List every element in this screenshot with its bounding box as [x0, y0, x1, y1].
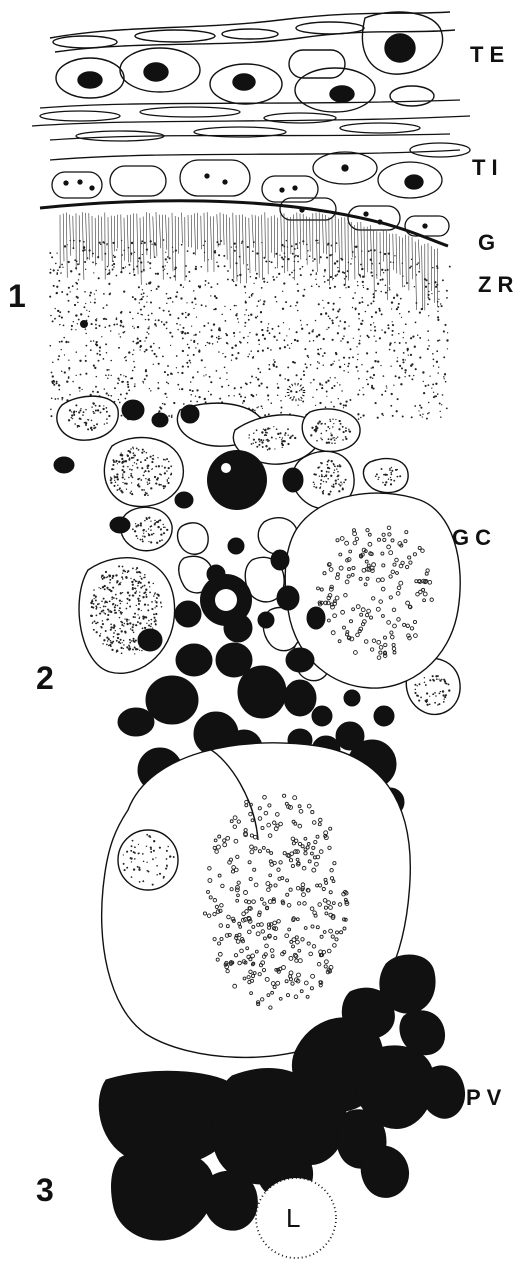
label-zone-1: 1 — [8, 278, 26, 315]
dark-cell — [277, 586, 299, 610]
dark-cell — [175, 601, 201, 627]
label-theca-interna: TI — [472, 155, 504, 181]
granulosa-cell — [79, 558, 175, 674]
dark-cell — [271, 550, 289, 570]
dark-cell — [152, 413, 168, 427]
dark-cell — [258, 612, 274, 628]
granulosa-cell — [302, 409, 360, 452]
label-glassy-membrane: G — [478, 230, 501, 256]
granulosa-cell — [57, 396, 118, 440]
dark-cell — [175, 492, 193, 508]
zona-radiata-striations — [60, 212, 438, 310]
dark-cell — [344, 690, 360, 706]
dark-cell — [312, 706, 332, 726]
label-theca-externa: TE — [470, 42, 510, 68]
dark-cell — [228, 538, 244, 554]
dark-cell — [110, 517, 130, 533]
label-zone-2: 2 — [36, 660, 54, 697]
dark-cell — [286, 648, 314, 672]
dark-cell — [238, 666, 286, 718]
label-granulosa-cells: GC — [452, 525, 497, 551]
dark-cell — [283, 468, 303, 492]
dark-cell — [146, 676, 198, 724]
dark-cell — [284, 680, 316, 716]
label-pv: PV — [466, 1085, 507, 1111]
dark-cell — [138, 629, 162, 651]
zona-dark-granule — [80, 320, 88, 328]
dark-cell — [122, 400, 144, 420]
dark-cell — [181, 405, 199, 423]
theca-externa-layer — [50, 12, 455, 112]
label-zone-3: 3 — [36, 1172, 54, 1209]
dark-cell — [374, 706, 394, 726]
dark-cell — [118, 708, 154, 736]
label-zona-radiata: ZR — [478, 272, 519, 298]
dark-cell — [54, 457, 74, 473]
dark-cell — [176, 644, 212, 676]
label-lumen: L — [286, 1203, 300, 1234]
theca-interna-layer — [32, 100, 470, 236]
granulosa-cell — [178, 523, 209, 554]
dark-cell — [307, 607, 325, 629]
